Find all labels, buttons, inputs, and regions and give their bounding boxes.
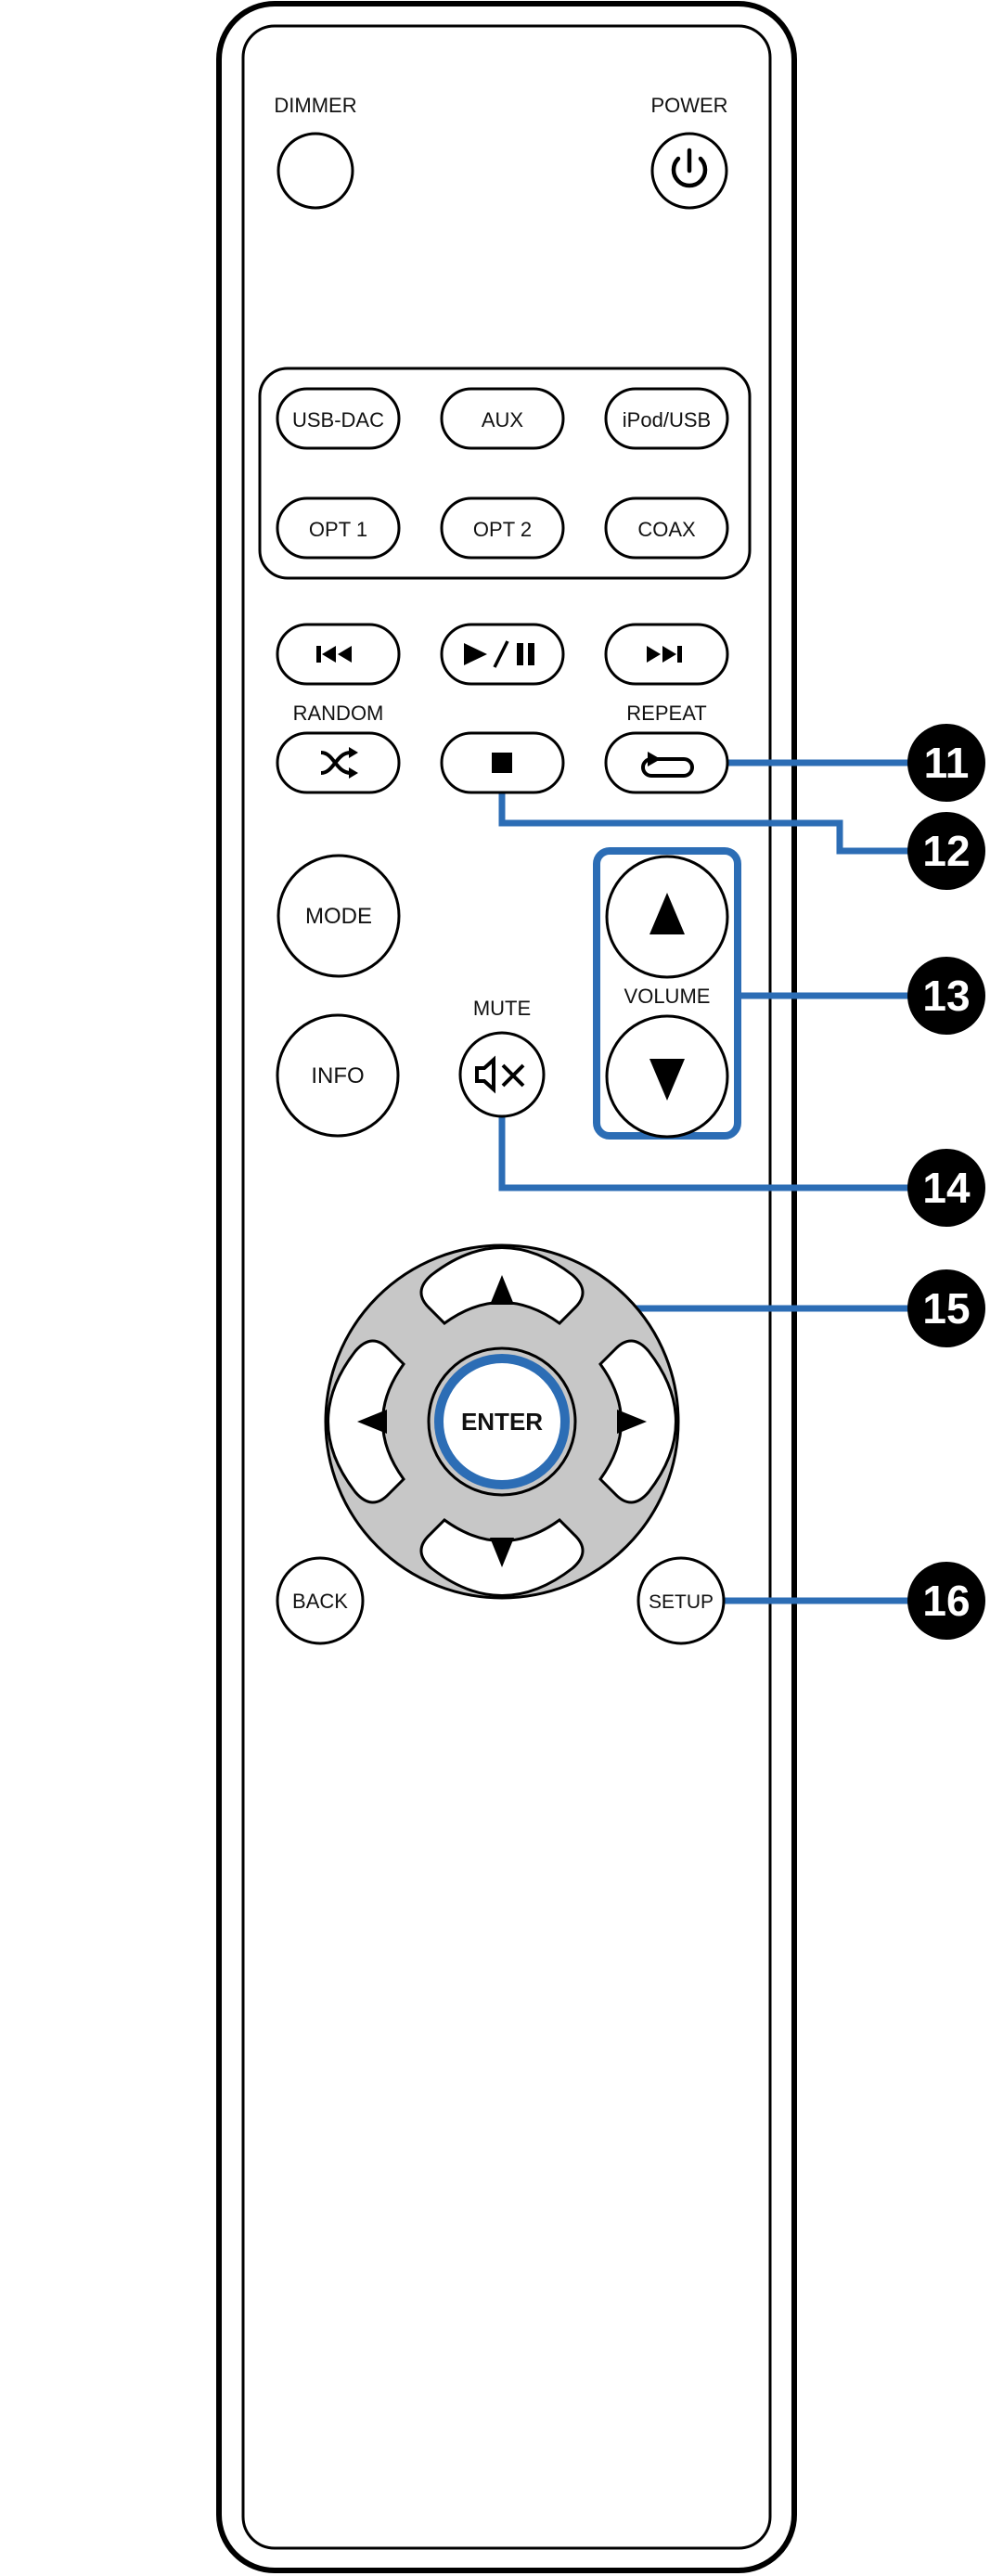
random-label: RANDOM [293,702,384,725]
svg-text:15: 15 [922,1284,970,1333]
svg-text:13: 13 [922,972,970,1020]
mute-button[interactable] [458,1031,546,1118]
dimmer-button[interactable] [276,132,354,210]
source-button-label: OPT 2 [473,518,532,541]
stop-button[interactable] [440,731,565,794]
repeat-label: REPEAT [626,702,706,725]
source-button-aux[interactable]: AUX [440,387,565,450]
back-button[interactable]: BACK [276,1556,365,1645]
source-button-label: COAX [637,518,696,541]
callout-badge-13: 13 [907,957,985,1035]
shuffle-button[interactable] [276,731,401,794]
back-label: BACK [292,1590,348,1613]
mode-button[interactable]: MODE [276,854,401,978]
info-label: INFO [311,1063,364,1088]
skip-previous-button[interactable] [276,623,401,686]
source-buttons-group [258,367,752,580]
repeat-icon [641,752,694,778]
dpad-left-button[interactable] [327,1339,405,1504]
source-button-opt2[interactable]: OPT 2 [440,496,565,560]
power-icon [671,148,708,188]
callout-badge-15: 15 [907,1269,985,1347]
source-button-coax[interactable]: COAX [604,496,729,560]
dpad-right-button[interactable] [598,1339,677,1504]
enter-button[interactable]: ENTER [427,1346,577,1497]
dpad-up-button[interactable] [419,1246,585,1325]
callout-badge-14: 14 [907,1149,985,1227]
navigation-dpad: ENTER [324,1243,680,1600]
triangle-down-icon [649,1059,685,1101]
svg-text:14: 14 [922,1164,971,1212]
shuffle-icon [320,747,358,779]
svg-text:11: 11 [924,739,970,787]
callout-badge-12: 12 [907,812,985,890]
play-pause-button[interactable] [440,623,565,686]
source-button-ipod-usb[interactable]: iPod/USB [604,387,729,450]
source-button-label: USB-DAC [292,408,384,431]
arrow-right-icon [617,1410,647,1434]
arrow-up-icon [490,1275,514,1305]
callout-badge-16: 16 [907,1562,985,1640]
power-button[interactable] [650,132,728,210]
arrow-left-icon [357,1410,387,1434]
triangle-up-icon [649,893,685,934]
source-button-opt1[interactable]: OPT 1 [276,496,401,560]
skip-next-button[interactable] [604,623,729,686]
skip-previous-icon [316,646,352,663]
volume-up-button[interactable] [605,855,729,979]
source-button-label: OPT 1 [309,518,367,541]
source-button-usb-dac[interactable]: USB-DAC [276,387,401,450]
mode-label: MODE [305,904,372,929]
enter-label: ENTER [461,1408,543,1436]
remote-body-inner [241,24,772,2550]
setup-button[interactable]: SETUP [637,1556,726,1645]
skip-next-icon [647,646,682,663]
power-label: POWER [650,94,727,117]
mute-icon [475,1055,525,1094]
play-pause-icon [464,640,534,668]
volume-label: VOLUME [624,985,711,1008]
info-button[interactable]: INFO [276,1013,400,1138]
setup-label: SETUP [649,1591,714,1613]
mute-label: MUTE [473,997,531,1020]
svg-text:12: 12 [922,827,970,875]
svg-text:16: 16 [922,1577,970,1625]
callout-line-14 [498,1116,946,1191]
volume-down-button[interactable] [605,1014,729,1139]
dimmer-label: DIMMER [274,94,356,117]
callout-badge-11: 11 [907,724,985,802]
repeat-button[interactable] [604,731,729,794]
source-button-label: iPod/USB [623,408,711,431]
callout-line-12 [498,792,946,855]
stop-icon [492,753,512,773]
dpad-down-button[interactable] [419,1518,585,1597]
source-button-label: AUX [482,408,524,431]
arrow-down-icon [490,1538,514,1567]
